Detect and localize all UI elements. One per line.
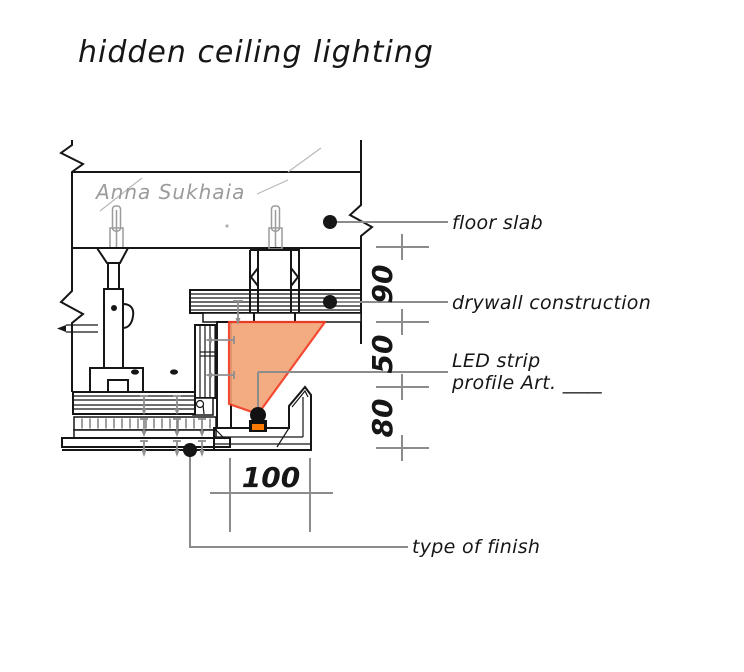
adjustable-hanger — [57, 247, 178, 393]
dim-tick — [376, 234, 429, 260]
label-led-profile-art: profile Art. ____ — [451, 372, 602, 394]
hanger-hook — [122, 303, 135, 329]
floor-slab-section: Anna Sukhaia — [59, 140, 374, 392]
screw-icon — [173, 440, 181, 457]
leader-finish — [189, 450, 408, 548]
hanger-rod — [107, 262, 120, 290]
vertical-dimension-chain: 90 50 80 — [366, 234, 429, 461]
screw-icon — [140, 418, 148, 437]
finish-board — [61, 437, 231, 448]
page-title: hidden ceiling lighting — [78, 35, 434, 70]
dim-tick — [376, 309, 429, 335]
hanger-sleeve — [103, 288, 124, 369]
callout-leaders — [183, 215, 448, 548]
hanger-pin-dot — [111, 305, 117, 311]
callout-dot — [323, 215, 337, 229]
dim-value-50: 50 — [366, 335, 399, 374]
hanger-top-bracket — [95, 247, 130, 264]
hanger-clip-pin — [57, 324, 98, 333]
dim-tick — [376, 374, 429, 400]
label-type-of-finish: type of finish — [412, 536, 540, 558]
hanger-notch — [290, 267, 300, 287]
led-strip-profile — [249, 407, 267, 432]
gypsum-board-upper — [202, 312, 362, 323]
screw-icon — [173, 395, 181, 415]
screw-icon — [205, 371, 235, 379]
anchor-icon — [268, 205, 283, 250]
dim-tick — [376, 435, 429, 461]
dim-value-100: 100 — [242, 461, 300, 494]
screw-icon — [173, 418, 181, 437]
anchor-icon — [109, 205, 124, 250]
label-led-strip: LED strip — [452, 350, 540, 372]
watermark: Anna Sukhaia — [94, 180, 245, 204]
screw-icon — [140, 395, 148, 415]
screw-icon — [198, 418, 206, 437]
label-drywall-construction: drywall construction — [452, 292, 651, 314]
slab-left-break-edge — [59, 140, 85, 392]
screw-icon — [140, 440, 148, 457]
channel-holder-notch — [107, 379, 129, 393]
callout-labels: floor slab drywall construction LED stri… — [412, 212, 651, 558]
screw-head-icon — [131, 369, 139, 375]
direct-hanger — [249, 249, 300, 322]
horizontal-dimension-100: 100 — [210, 458, 333, 532]
label-floor-slab: floor slab — [452, 212, 543, 234]
screw-icon — [198, 440, 206, 457]
hanger-notch — [249, 267, 259, 287]
led-glow — [252, 424, 264, 430]
light-trough — [213, 385, 312, 451]
trough-profile — [213, 385, 312, 451]
led-dot — [250, 407, 266, 423]
screw-head-icon — [170, 369, 178, 375]
callout-dot — [323, 295, 337, 309]
callout-dot — [183, 443, 197, 457]
dim-value-90: 90 — [366, 265, 399, 304]
slab-hatch-lines — [99, 147, 322, 228]
dim-value-80: 80 — [366, 399, 399, 438]
screw-icon — [233, 300, 243, 325]
fastener-screws — [140, 300, 243, 457]
screw-icon — [205, 336, 235, 344]
ceiling-layers — [61, 391, 311, 451]
